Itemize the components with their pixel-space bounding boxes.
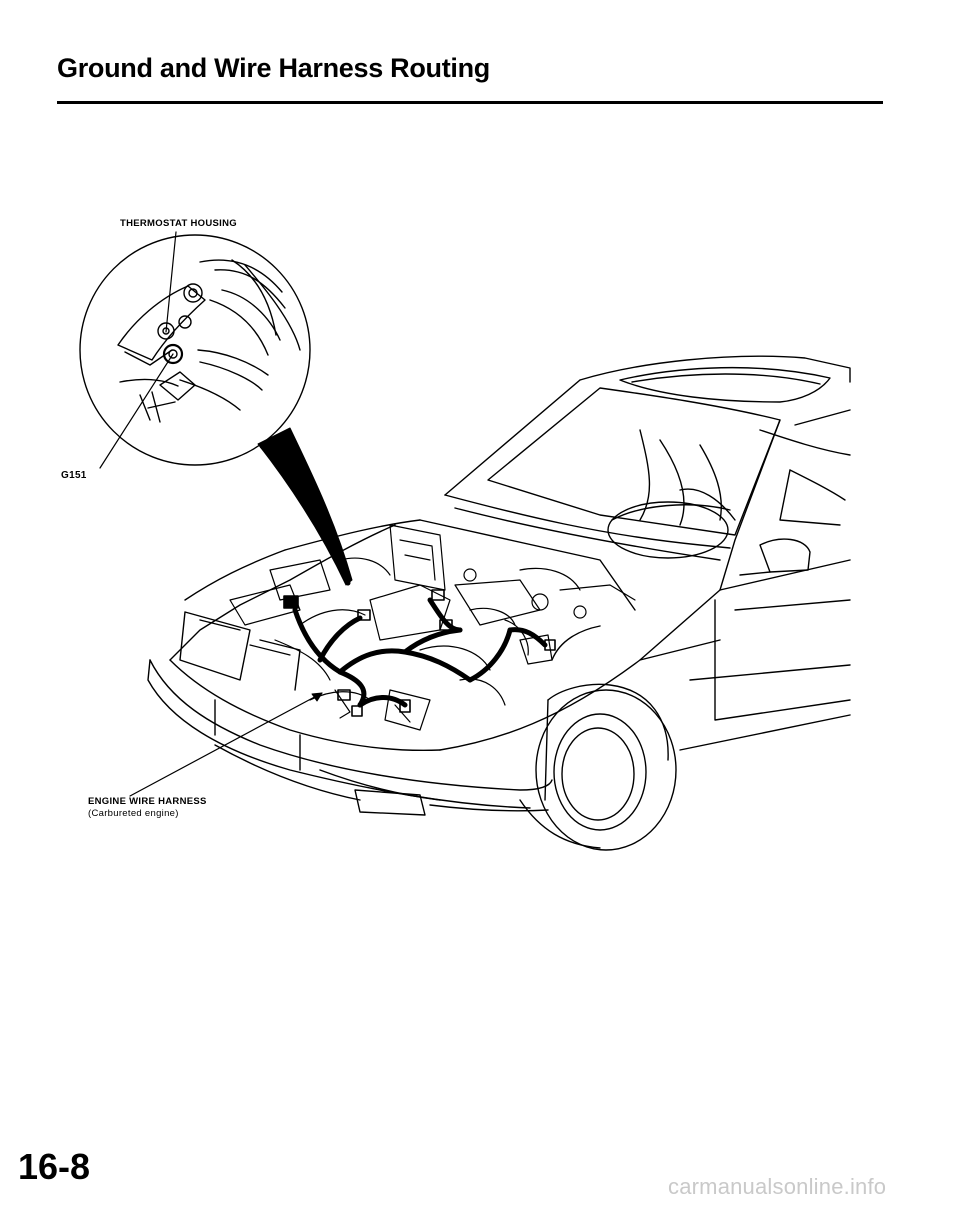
page-title: Ground and Wire Harness Routing xyxy=(57,53,490,83)
ground-g151-label: G151 xyxy=(61,470,87,481)
title-rule xyxy=(57,101,883,104)
thermostat-housing-label: THERMOSTAT HOUSING xyxy=(120,218,237,229)
wire-harness xyxy=(292,597,548,708)
engine-components xyxy=(229,524,636,731)
harness-leader-line xyxy=(129,692,323,797)
wire-harness-connectors xyxy=(283,589,556,717)
thermostat-detail-circle xyxy=(79,234,311,466)
watermark: carmanualsonline.info xyxy=(668,1174,887,1199)
engine-wire-harness-note: (Carbureted engine) xyxy=(88,808,179,819)
car-body xyxy=(147,355,851,851)
engine-wire-harness-label: ENGINE WIRE HARNESS xyxy=(88,796,207,807)
thermostat-leader-lines xyxy=(99,231,177,469)
page-number: 16-8 xyxy=(18,1146,91,1187)
